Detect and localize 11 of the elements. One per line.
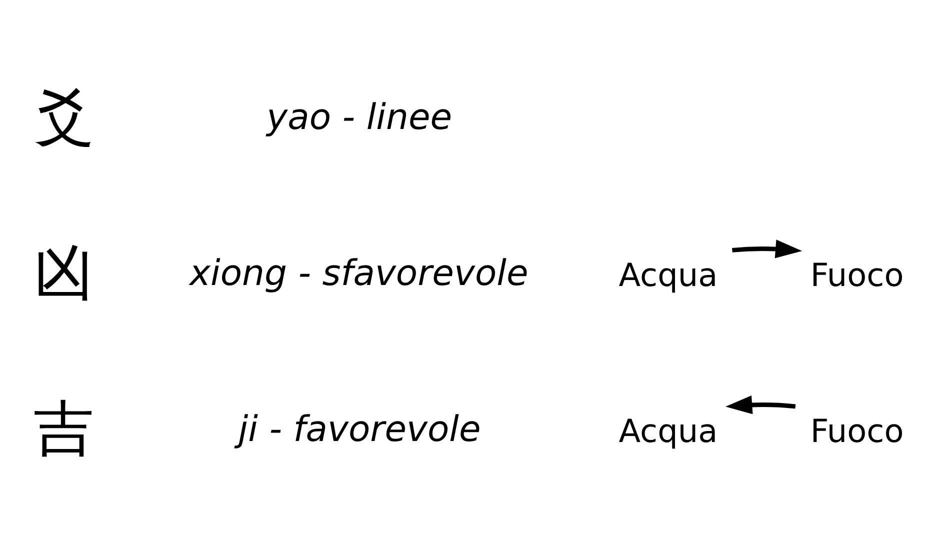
label: yao - linee: [266, 96, 452, 138]
label: 凶: [34, 238, 94, 308]
node-text: Acqua: [618, 411, 718, 450]
arrow: [732, 239, 802, 258]
label: 爻: [34, 82, 94, 152]
node-text: Fuoco: [810, 411, 904, 450]
label: 吉: [34, 394, 94, 464]
arrow: [726, 395, 796, 414]
label: xiong - sfavorevole: [190, 252, 528, 294]
node-text: Acqua: [618, 255, 718, 294]
node-text: Fuoco: [810, 255, 904, 294]
